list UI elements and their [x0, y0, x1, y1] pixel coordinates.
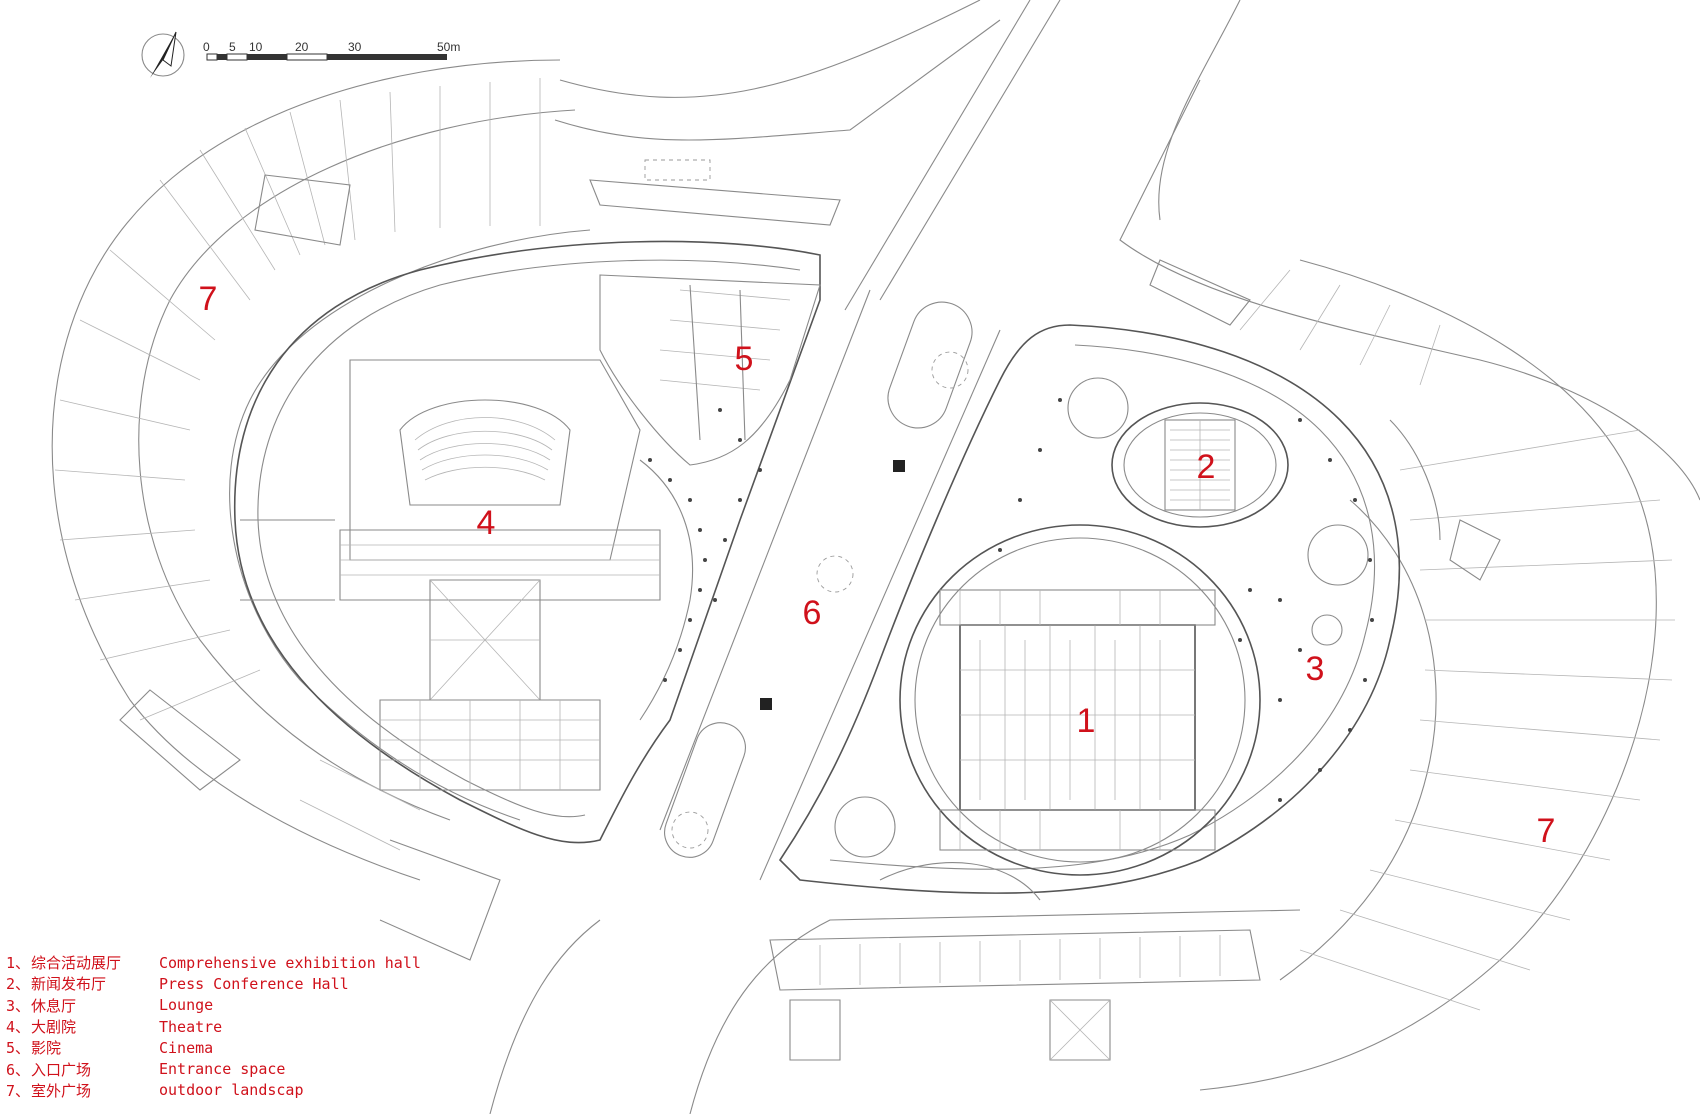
- legend-english: Cinema: [159, 1038, 214, 1057]
- zone-label-4: 4: [477, 504, 496, 542]
- legend-number: 2、: [6, 975, 31, 994]
- legend-chinese: 大剧院: [31, 1018, 77, 1037]
- north-road-linework: [554, 0, 1061, 311]
- west-landscape-linework: [51, 59, 591, 961]
- entrance-plaza: [659, 289, 1001, 881]
- east-building: [778, 324, 1441, 901]
- scale-tick: 0: [203, 40, 210, 54]
- scale-tick: 10: [249, 40, 263, 54]
- zone-label-7-east: 7: [1537, 812, 1556, 850]
- legend-english: Theatre: [159, 1017, 223, 1036]
- legend-number: 7、: [6, 1081, 31, 1100]
- scale-bar: 0 5 10 20 30 50m: [203, 40, 460, 61]
- legend-row: 6、 入口广场 Entrance space: [6, 1058, 526, 1079]
- scale-tick: 5: [229, 40, 236, 54]
- legend-number: 3、: [6, 996, 31, 1015]
- legend-chinese: 室外广场: [31, 1081, 92, 1100]
- legend-chinese: 入口广场: [31, 1060, 92, 1079]
- legend-english: Entrance space: [159, 1060, 286, 1079]
- zone-label-3: 3: [1306, 650, 1325, 688]
- legend-number: 5、: [6, 1039, 31, 1058]
- scale-tick: 50m: [437, 40, 460, 54]
- legend-row: 7、 室外广场 outdoor landscap: [6, 1080, 526, 1101]
- legend-chinese: 休息厅: [31, 996, 77, 1015]
- legend-row: 2、 新闻发布厅 Press Conference Hall: [6, 973, 526, 994]
- legend: 1、 综合活动展厅 Comprehensive exhibition hall …: [6, 952, 526, 1101]
- legend-english: Comprehensive exhibition hall: [159, 953, 421, 972]
- legend-row: 1、 综合活动展厅 Comprehensive exhibition hall: [6, 952, 526, 973]
- legend-english: outdoor landscap: [159, 1081, 304, 1100]
- legend-row: 5、 影院 Cinema: [6, 1037, 526, 1058]
- zone-label-1: 1: [1077, 702, 1096, 740]
- scale-tick: 20: [295, 40, 309, 54]
- zone-label-7-west: 7: [199, 280, 218, 318]
- zone-label-5: 5: [735, 340, 754, 378]
- north-arrow-icon: [141, 31, 185, 78]
- legend-row: 3、 休息厅 Lounge: [6, 995, 526, 1016]
- legend-english: Lounge: [159, 996, 214, 1015]
- zone-label-2: 2: [1197, 448, 1216, 486]
- legend-number: 6、: [6, 1060, 31, 1079]
- legend-chinese: 新闻发布厅: [31, 975, 107, 994]
- legend-english: Press Conference Hall: [159, 974, 349, 993]
- legend-chinese: 影院: [31, 1039, 62, 1058]
- scale-tick: 30: [348, 40, 362, 54]
- legend-number: 4、: [6, 1018, 31, 1037]
- south-landscape-linework: [489, 909, 1301, 1114]
- zone-label-6: 6: [803, 594, 822, 632]
- east-landscape-linework: [1119, 0, 1700, 1091]
- legend-chinese: 综合活动展厅: [31, 954, 122, 973]
- west-building: [233, 240, 821, 844]
- legend-number: 1、: [6, 954, 31, 973]
- legend-row: 4、 大剧院 Theatre: [6, 1016, 526, 1037]
